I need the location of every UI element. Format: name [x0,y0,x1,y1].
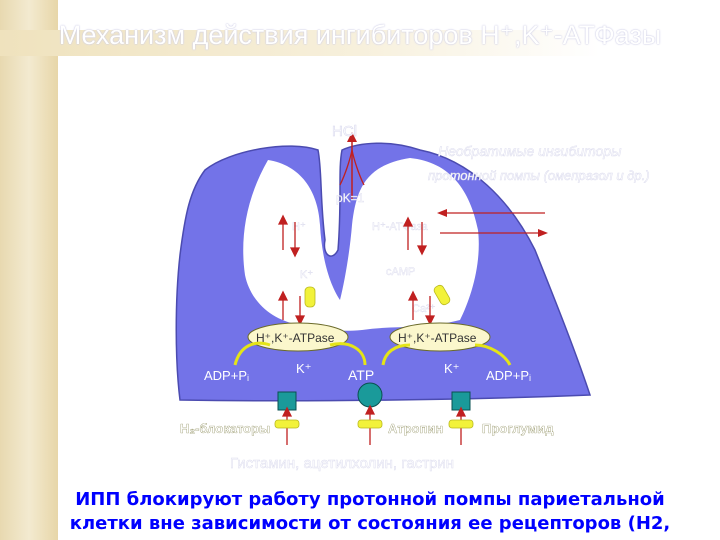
hcl-label: HCl [332,123,357,140]
slide-caption: ИПП блокируют работу протонной помпы пар… [69,489,671,534]
faint-label-pk: pK=1 [336,191,365,205]
proglumide-label: Проглумид [482,421,554,436]
ion-arrows [277,214,436,326]
pump-left-label: H⁺,K⁺-ATPase [256,331,335,345]
pump-right [389,322,491,352]
title-bar [0,30,600,56]
atp-arrows [233,341,512,366]
atp-label: ATP [348,367,374,383]
faint-label-ca: Ca²⁺ [412,303,436,315]
decorative-stripe [0,0,58,540]
faint-label-h: H⁺ [292,221,306,233]
inhibitor-marks [304,284,451,308]
faint-label-atpase: H⁺-АТФаза [372,221,429,233]
h2-blockers-label: H₂-блокаторы [180,421,270,436]
adp-right-label: ADP+Pᵢ [486,368,531,383]
mediators-label: Гистамин, ацетилхолин, гастрин [230,455,454,472]
adp-left-label: ADP+Pᵢ [204,368,249,383]
irreversible-label-2: протонной помпы (омепразол и др.) [428,168,650,183]
pump-right-label: H⁺,K⁺-ATPase [398,331,477,345]
faint-label-camp: cAMP [386,266,415,278]
atropine-label: Атропин [388,421,443,436]
k-left-label: K⁺ [296,361,312,376]
blocker-marks [274,419,474,429]
irreversible-label: Необратимые ингибиторы [438,143,622,159]
faint-label-k: K⁺ [300,269,313,281]
ppi-arrows [437,209,548,237]
slide-title: Механизм действия ингибиторов H⁺,K⁺-АТФа… [58,20,662,50]
ppi-label: ИПП [550,226,591,247]
secretory-canaliculus [243,158,479,331]
k-right-label: K⁺ [444,361,460,376]
hcl-arrow [339,132,365,200]
pump-left [247,322,349,352]
